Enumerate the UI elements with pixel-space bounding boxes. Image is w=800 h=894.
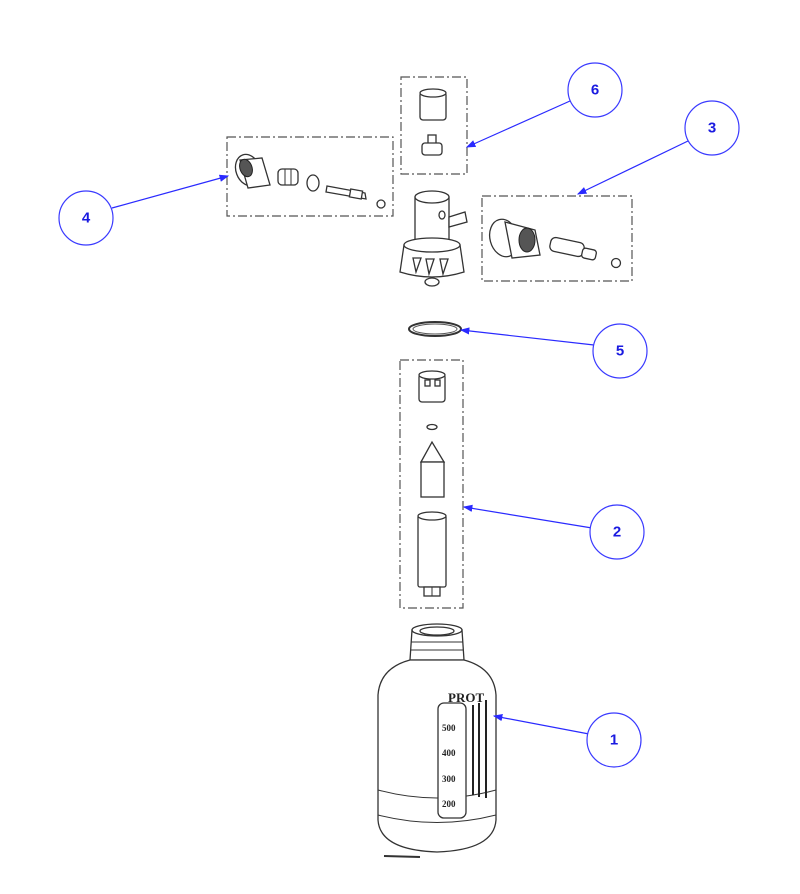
o-ring-part [408, 321, 462, 337]
cartridge-tube-part [417, 511, 447, 597]
callout-label: 5 [616, 343, 624, 360]
small-seal-part [426, 423, 438, 431]
scale-mark: 300 [442, 774, 456, 784]
cartridge-cap-part [418, 370, 446, 403]
leader-line-3 [576, 140, 689, 195]
leader-line-2 [462, 504, 593, 529]
right-stem-part [549, 236, 597, 261]
callout-4[interactable]: 4 [58, 190, 114, 246]
left-washer-part [306, 174, 320, 192]
callout-label: 1 [610, 732, 618, 749]
right-knob-part [488, 218, 541, 259]
callout-2[interactable]: 2 [589, 504, 645, 560]
callout-label: 2 [613, 524, 621, 541]
scale-mark: 500 [442, 723, 456, 733]
right-nut-part [610, 257, 622, 269]
scale-mark: 400 [442, 748, 456, 758]
cone-filter-part [419, 440, 446, 498]
group-box-3 [481, 195, 633, 282]
bottle-brand-text: PROT [448, 690, 484, 705]
callout-3[interactable]: 3 [684, 100, 740, 156]
leader-line-6 [465, 100, 571, 148]
leader-line-1 [492, 714, 590, 735]
left-stem-part [325, 185, 367, 200]
callout-6[interactable]: 6 [567, 62, 623, 118]
bottle-part [377, 623, 497, 858]
callout-label: 4 [82, 210, 91, 227]
callout-label: 6 [591, 82, 599, 99]
bottle-scale: 200 300 400 500 [442, 723, 456, 809]
left-knob-part [234, 153, 271, 189]
top-cap-part [419, 88, 447, 121]
left-nut-part [376, 199, 386, 209]
plug-part [421, 134, 443, 156]
group-box-2 [399, 359, 464, 609]
callout-1[interactable]: 1 [586, 712, 642, 768]
callout-5[interactable]: 5 [592, 323, 648, 379]
group-box-6 [400, 76, 468, 175]
leader-line-5 [459, 327, 595, 346]
leader-line-4 [111, 174, 230, 209]
left-fitting-part [277, 168, 299, 186]
scale-mark: 200 [442, 799, 456, 809]
callout-label: 3 [708, 120, 716, 137]
valve-body-part [399, 190, 468, 287]
